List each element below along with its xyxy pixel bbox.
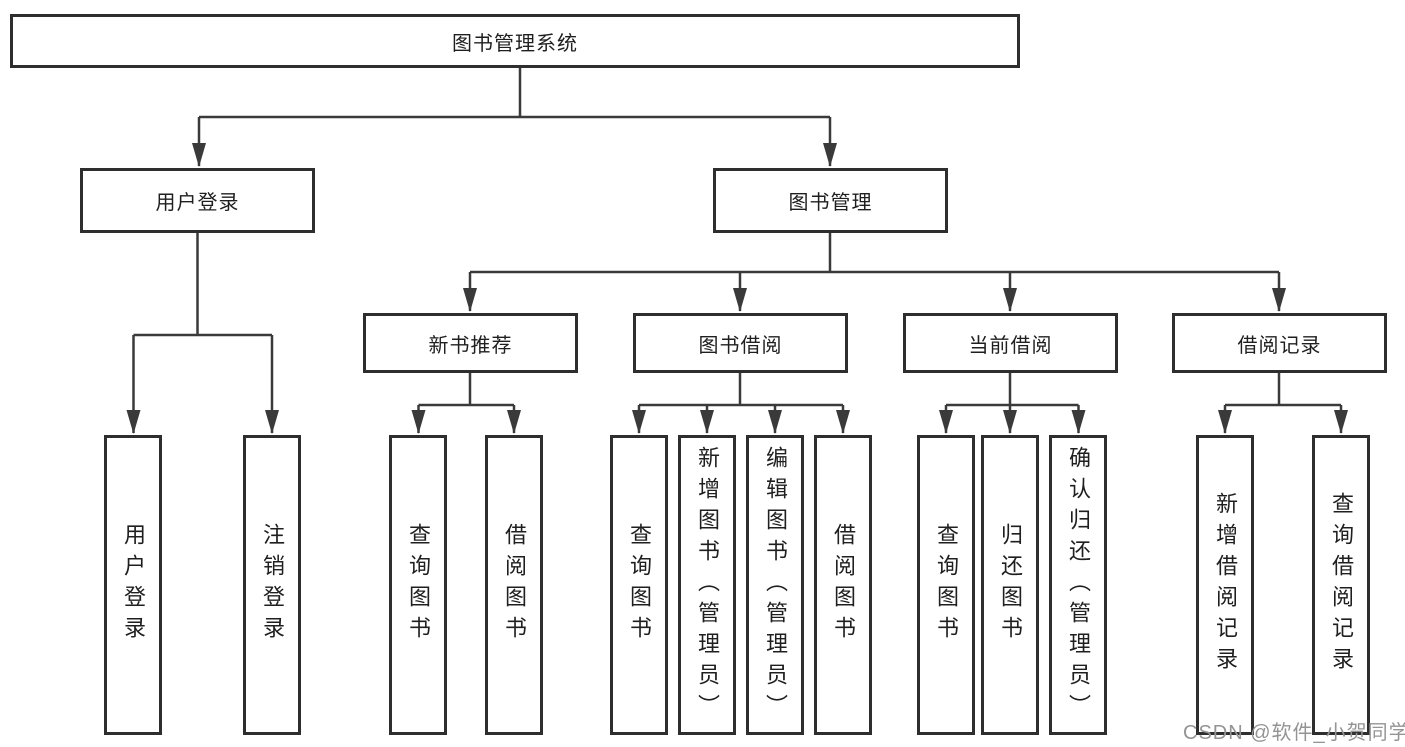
node-library-management-system: 图书管理系统: [10, 14, 1020, 68]
leaf-query-books-2: 查询图书: [610, 435, 668, 735]
leaf-user-login: 用户登录: [104, 435, 162, 735]
edge-current-borrowing-to-leaves: [939, 373, 1086, 434]
leaf-query-books-3: 查询图书: [917, 435, 975, 735]
edge-root-to-level1: [192, 68, 837, 167]
node-new-book-recommendation: 新书推荐: [363, 313, 578, 373]
node-book-management: 图书管理: [713, 168, 948, 233]
edge-user-login-to-leaves: [126, 233, 279, 434]
node-current-borrowing: 当前借阅: [903, 313, 1118, 373]
watermark: CSDN @软件_小贺同学: [1183, 722, 1405, 744]
leaf-add-books-admin: 新增图书（管理员）: [678, 435, 736, 735]
node-user-login: 用户登录: [80, 168, 315, 233]
leaf-confirm-return-admin: 确认归还（管理员）: [1049, 435, 1107, 735]
leaf-logout-login: 注销登录: [243, 435, 301, 735]
edge-new-book-recommendation-to-leaves: [411, 373, 521, 434]
leaf-return-books: 归还图书: [981, 435, 1039, 735]
edge-borrowing-records-to-leaves: [1218, 373, 1348, 434]
leaf-query-books: 查询图书: [389, 435, 447, 735]
node-borrowing-records: 借阅记录: [1172, 313, 1387, 373]
leaf-edit-books-admin: 编辑图书（管理员）: [746, 435, 804, 735]
leaf-new-borrow-record: 新增借阅记录: [1196, 435, 1254, 735]
leaf-borrow-books: 借阅图书: [485, 435, 543, 735]
node-book-borrowing: 图书借阅: [633, 313, 848, 373]
edge-book-management-to-level2: [463, 233, 1286, 312]
edge-book-borrowing-to-leaves: [632, 373, 850, 434]
leaf-borrow-books-2: 借阅图书: [814, 435, 872, 735]
leaf-query-borrow-record: 查询借阅记录: [1312, 435, 1370, 735]
